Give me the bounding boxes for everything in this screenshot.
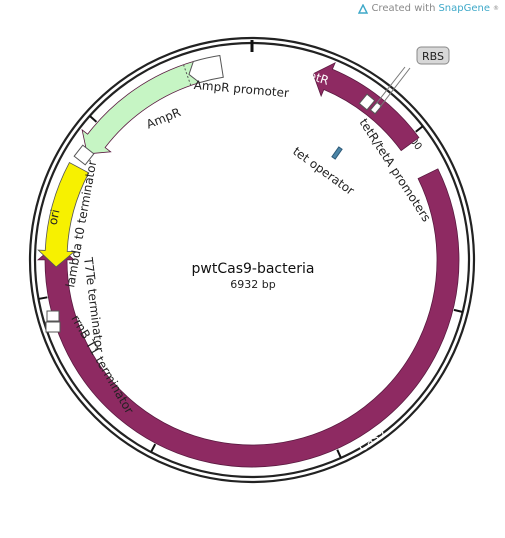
t7te-terminator-box: [46, 310, 60, 322]
lambda-t0-terminator-box: [73, 144, 95, 166]
snapgene-credit: Created with SnapGene®: [358, 3, 499, 14]
tick-mark-3000: [336, 449, 342, 459]
plasmid-length: 6932 bp: [230, 278, 275, 291]
rrnb-terminator-box: [45, 321, 61, 333]
tick-mark-6000: [89, 115, 98, 123]
credit-mark: ®: [493, 5, 499, 12]
feature-arrow-ori: [37, 161, 90, 268]
ori-label: ori: [46, 208, 63, 226]
plasmid-name: pwtCas9-bacteria: [192, 261, 315, 277]
tick-mark-5000: [38, 296, 48, 300]
credit-prefix: Created with: [371, 3, 436, 14]
tick-mark-4000: [150, 443, 157, 453]
rbs-callout: RBS: [375, 46, 450, 108]
small-feature-boxes: [45, 93, 383, 333]
feature-arrow-ampr: [81, 60, 201, 155]
rbs-box-mark: [369, 101, 383, 115]
rbs-label: RBS: [422, 50, 444, 63]
feature-arrow-cas9: [36, 168, 460, 468]
ampr-promoter-arrow: [188, 54, 224, 84]
credit-brand: SnapGene: [438, 3, 490, 14]
backbone-circle: [28, 36, 476, 484]
tick-mark-1000: [415, 125, 424, 133]
ampr-promoter-label: AmpR promoter: [193, 78, 289, 100]
snapgene-logo-icon: [358, 3, 369, 14]
rbs-label-box: [416, 46, 450, 65]
tet-operator-label: tet operator: [290, 144, 357, 198]
tet-operator-mark: [331, 146, 343, 160]
tick-mark-2000: [453, 308, 463, 313]
tet-promoters-box: [358, 93, 376, 111]
ampr-label: AmpR: [144, 105, 182, 131]
